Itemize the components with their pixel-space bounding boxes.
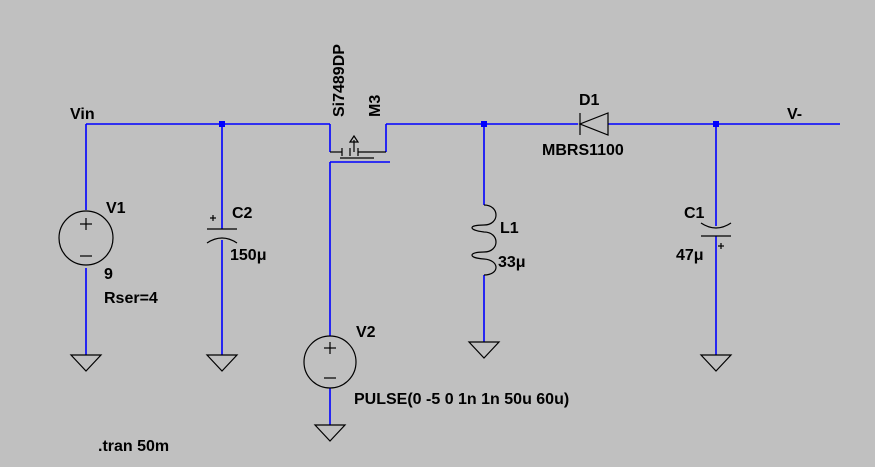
v1-name: V1 [106, 200, 126, 217]
ground-symbol [205, 354, 239, 372]
junction-dot [713, 121, 719, 127]
c2-capacitor[interactable] [206, 215, 238, 244]
l1-name: L1 [500, 220, 519, 237]
junction-dot [219, 121, 225, 127]
ground-symbol [699, 354, 733, 372]
l1-value: 33μ [498, 254, 526, 271]
net-label-vout: V- [787, 106, 802, 123]
m3-model: Si7489DP [331, 44, 348, 117]
ground-symbol [313, 424, 347, 442]
v2-name: V2 [356, 324, 376, 341]
net-label-vin: Vin [70, 106, 95, 123]
d1-diode[interactable] [578, 112, 609, 136]
c2-value: 150μ [230, 247, 266, 264]
v1-voltage-source[interactable] [58, 210, 114, 266]
c1-value: 47μ [676, 247, 704, 264]
d1-name: D1 [579, 92, 600, 109]
spice-directive[interactable]: .tran 50m [98, 438, 169, 455]
c1-capacitor[interactable] [700, 222, 732, 249]
v2-value: PULSE(0 -5 0 1n 1n 50u 60u) [354, 391, 569, 408]
v2-voltage-source[interactable] [303, 335, 357, 389]
m3-name: M3 [367, 95, 384, 117]
l1-inductor[interactable] [471, 204, 497, 276]
m3-mosfet[interactable] [330, 134, 386, 159]
ground-symbol [467, 341, 501, 359]
c2-name: C2 [232, 205, 253, 222]
junction-dot [481, 121, 487, 127]
c1-name: C1 [684, 205, 705, 222]
ground-symbol [69, 354, 103, 372]
d1-model: MBRS1100 [542, 142, 624, 159]
wires [85, 123, 840, 425]
v1-rser: Rser=4 [104, 290, 158, 307]
v1-value: 9 [104, 266, 113, 283]
